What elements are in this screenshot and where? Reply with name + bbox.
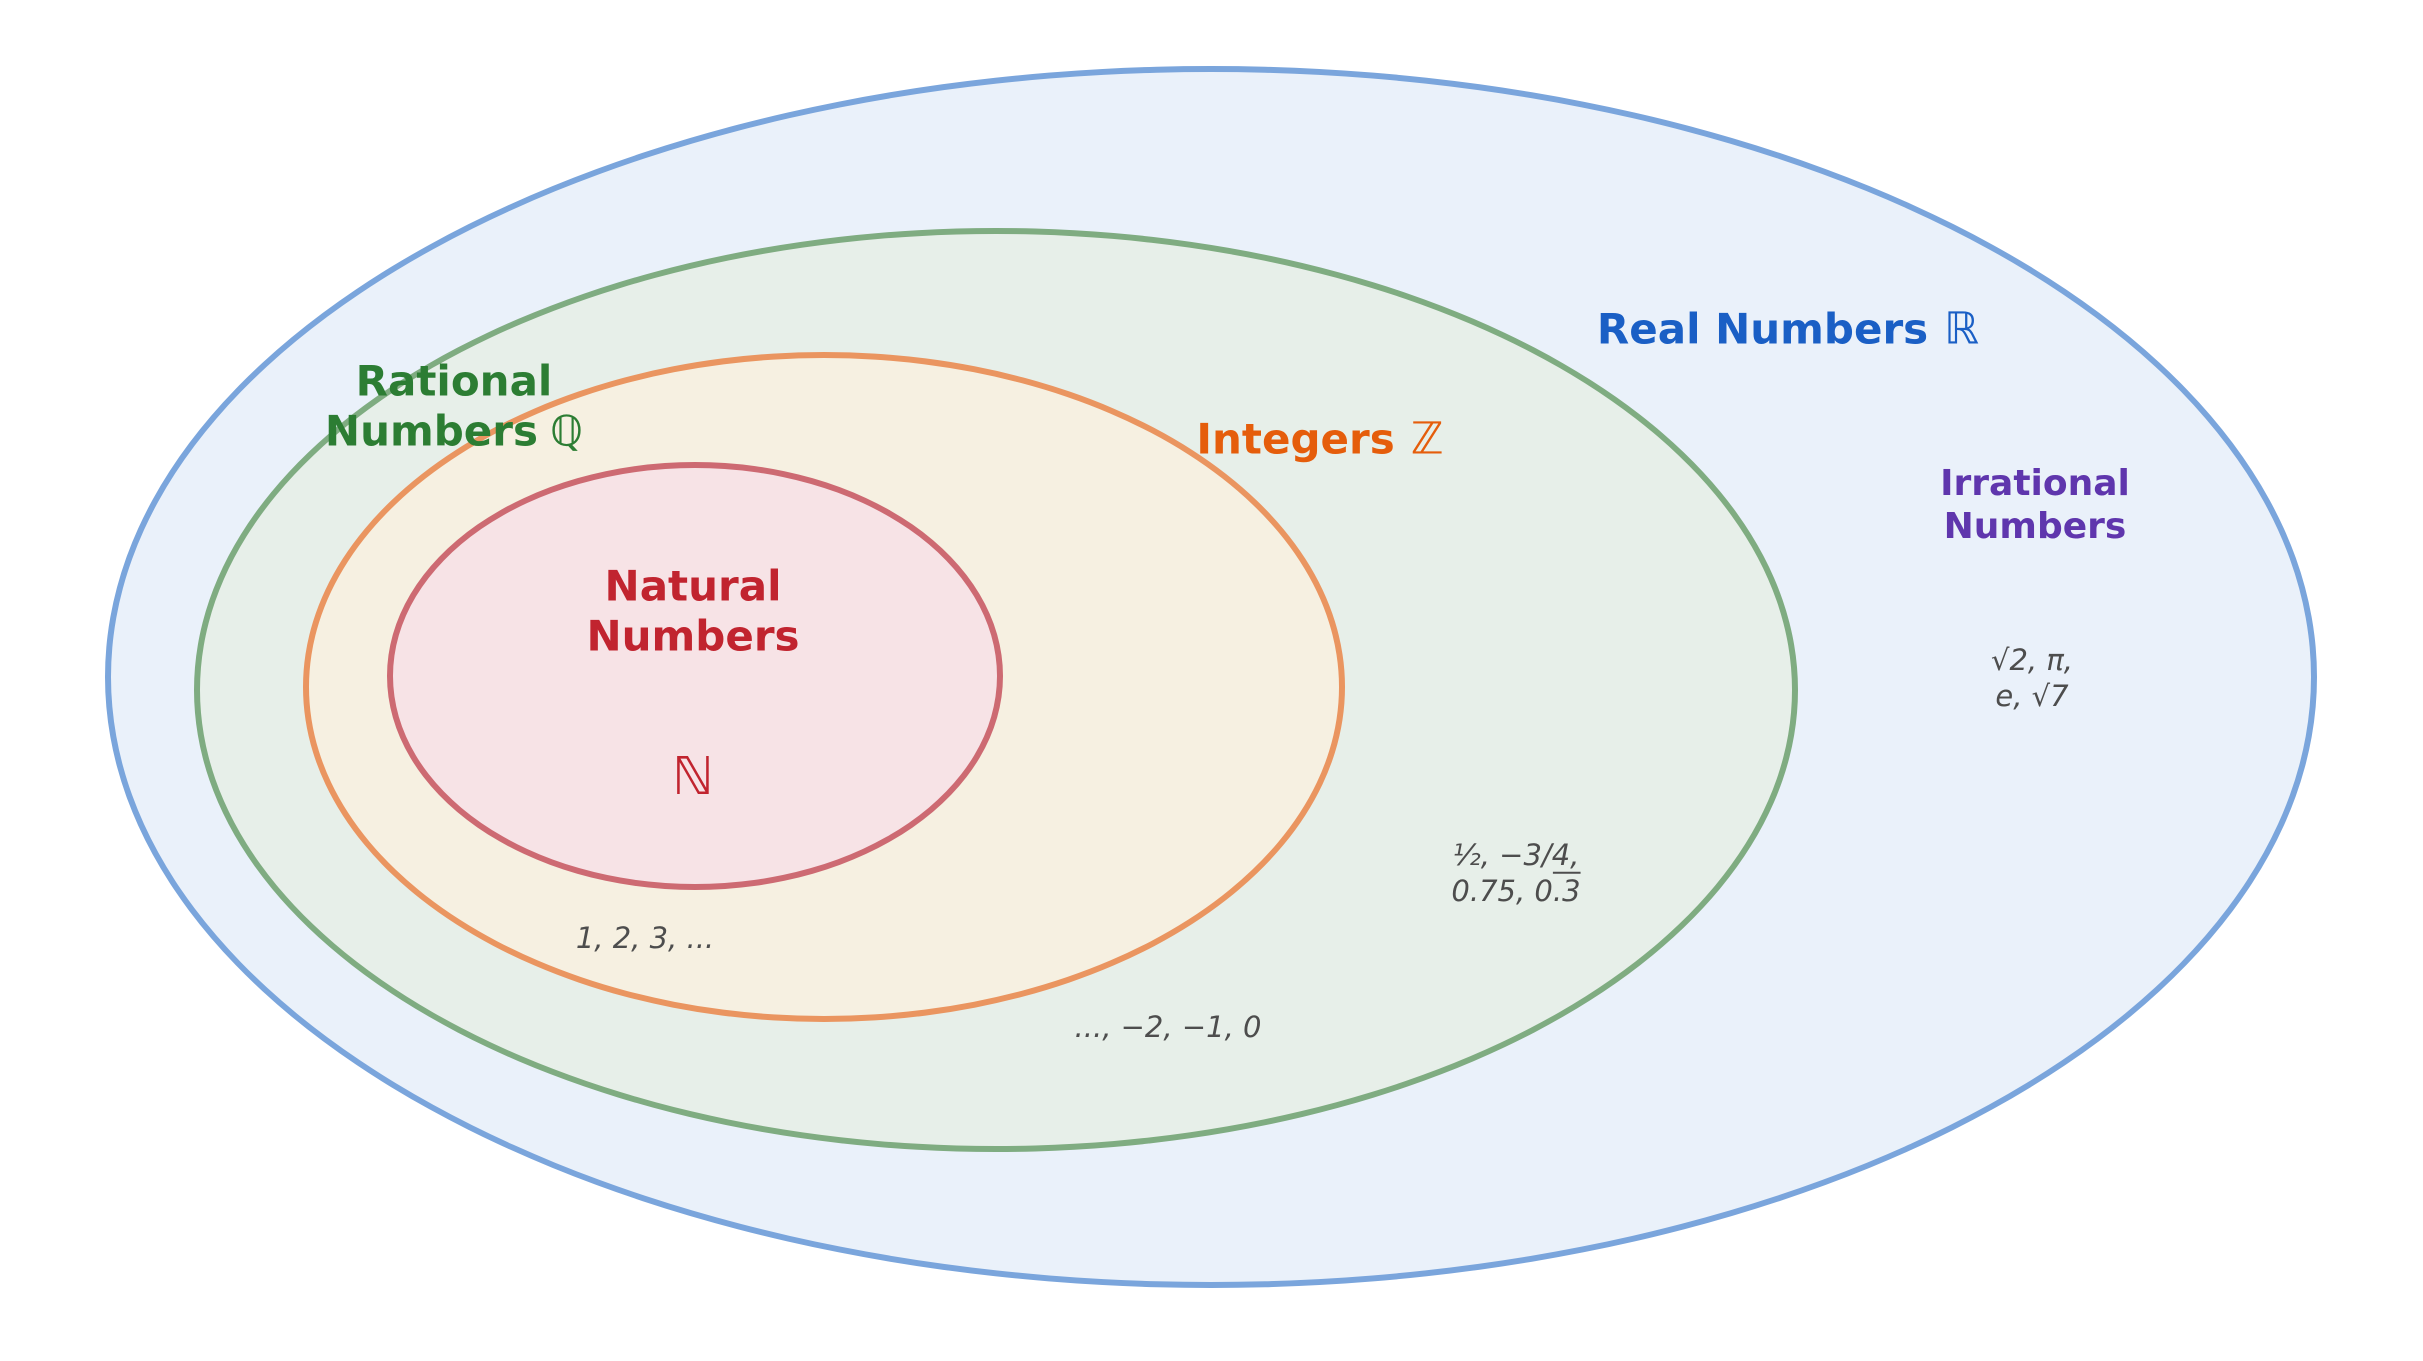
rational-examples-repeating-decimal: .3 bbox=[1552, 874, 1581, 908]
rational-examples-line2: 0.75, 0.3 bbox=[1451, 873, 1580, 909]
natural-numbers-examples: 1, 2, 3, ... bbox=[575, 920, 715, 955]
irrational-numbers-label-line2: Numbers bbox=[1943, 506, 2127, 547]
irrational-examples-line2: e, √7 bbox=[1995, 679, 2069, 713]
real-numbers-symbol: ℝ bbox=[1944, 303, 1980, 355]
irrational-numbers-examples: √2, π, e, √7 bbox=[1991, 642, 2073, 715]
rational-numbers-symbol: ℚ bbox=[550, 407, 584, 456]
irrational-numbers-label-line1: Irrational bbox=[1940, 462, 2130, 504]
natural-numbers-label-line1: Natural bbox=[604, 561, 782, 611]
natural-numbers-symbol: ℕ bbox=[672, 747, 714, 807]
rational-numbers-label-line2-text: Numbers bbox=[324, 407, 539, 456]
integers-examples: ..., −2, −1, 0 bbox=[1074, 1009, 1262, 1044]
integers-label-text: Integers bbox=[1196, 414, 1395, 464]
rational-numbers-label-line1: Rational bbox=[355, 356, 553, 406]
irrational-examples-line1: √2, π, bbox=[1990, 642, 2074, 677]
natural-numbers-label: Natural Numbers bbox=[586, 562, 799, 663]
natural-numbers-label-line2: Numbers bbox=[586, 612, 800, 661]
rational-examples-line2-prefix: 0.75, 0 bbox=[1451, 874, 1553, 908]
integers-label: Integers ℤ bbox=[1196, 414, 1443, 467]
real-numbers-label-text: Real Numbers bbox=[1596, 304, 1929, 354]
irrational-numbers-label: Irrational Numbers bbox=[1940, 462, 2130, 548]
rational-numbers-examples: ½, −3/4, 0.75, 0.3 bbox=[1451, 837, 1580, 910]
natural-numbers-ellipse bbox=[387, 462, 1003, 890]
rational-examples-line1: ½, −3/4, bbox=[1452, 837, 1580, 872]
integers-symbol: ℤ bbox=[1410, 413, 1444, 465]
real-numbers-label: Real Numbers ℝ bbox=[1597, 304, 1979, 357]
